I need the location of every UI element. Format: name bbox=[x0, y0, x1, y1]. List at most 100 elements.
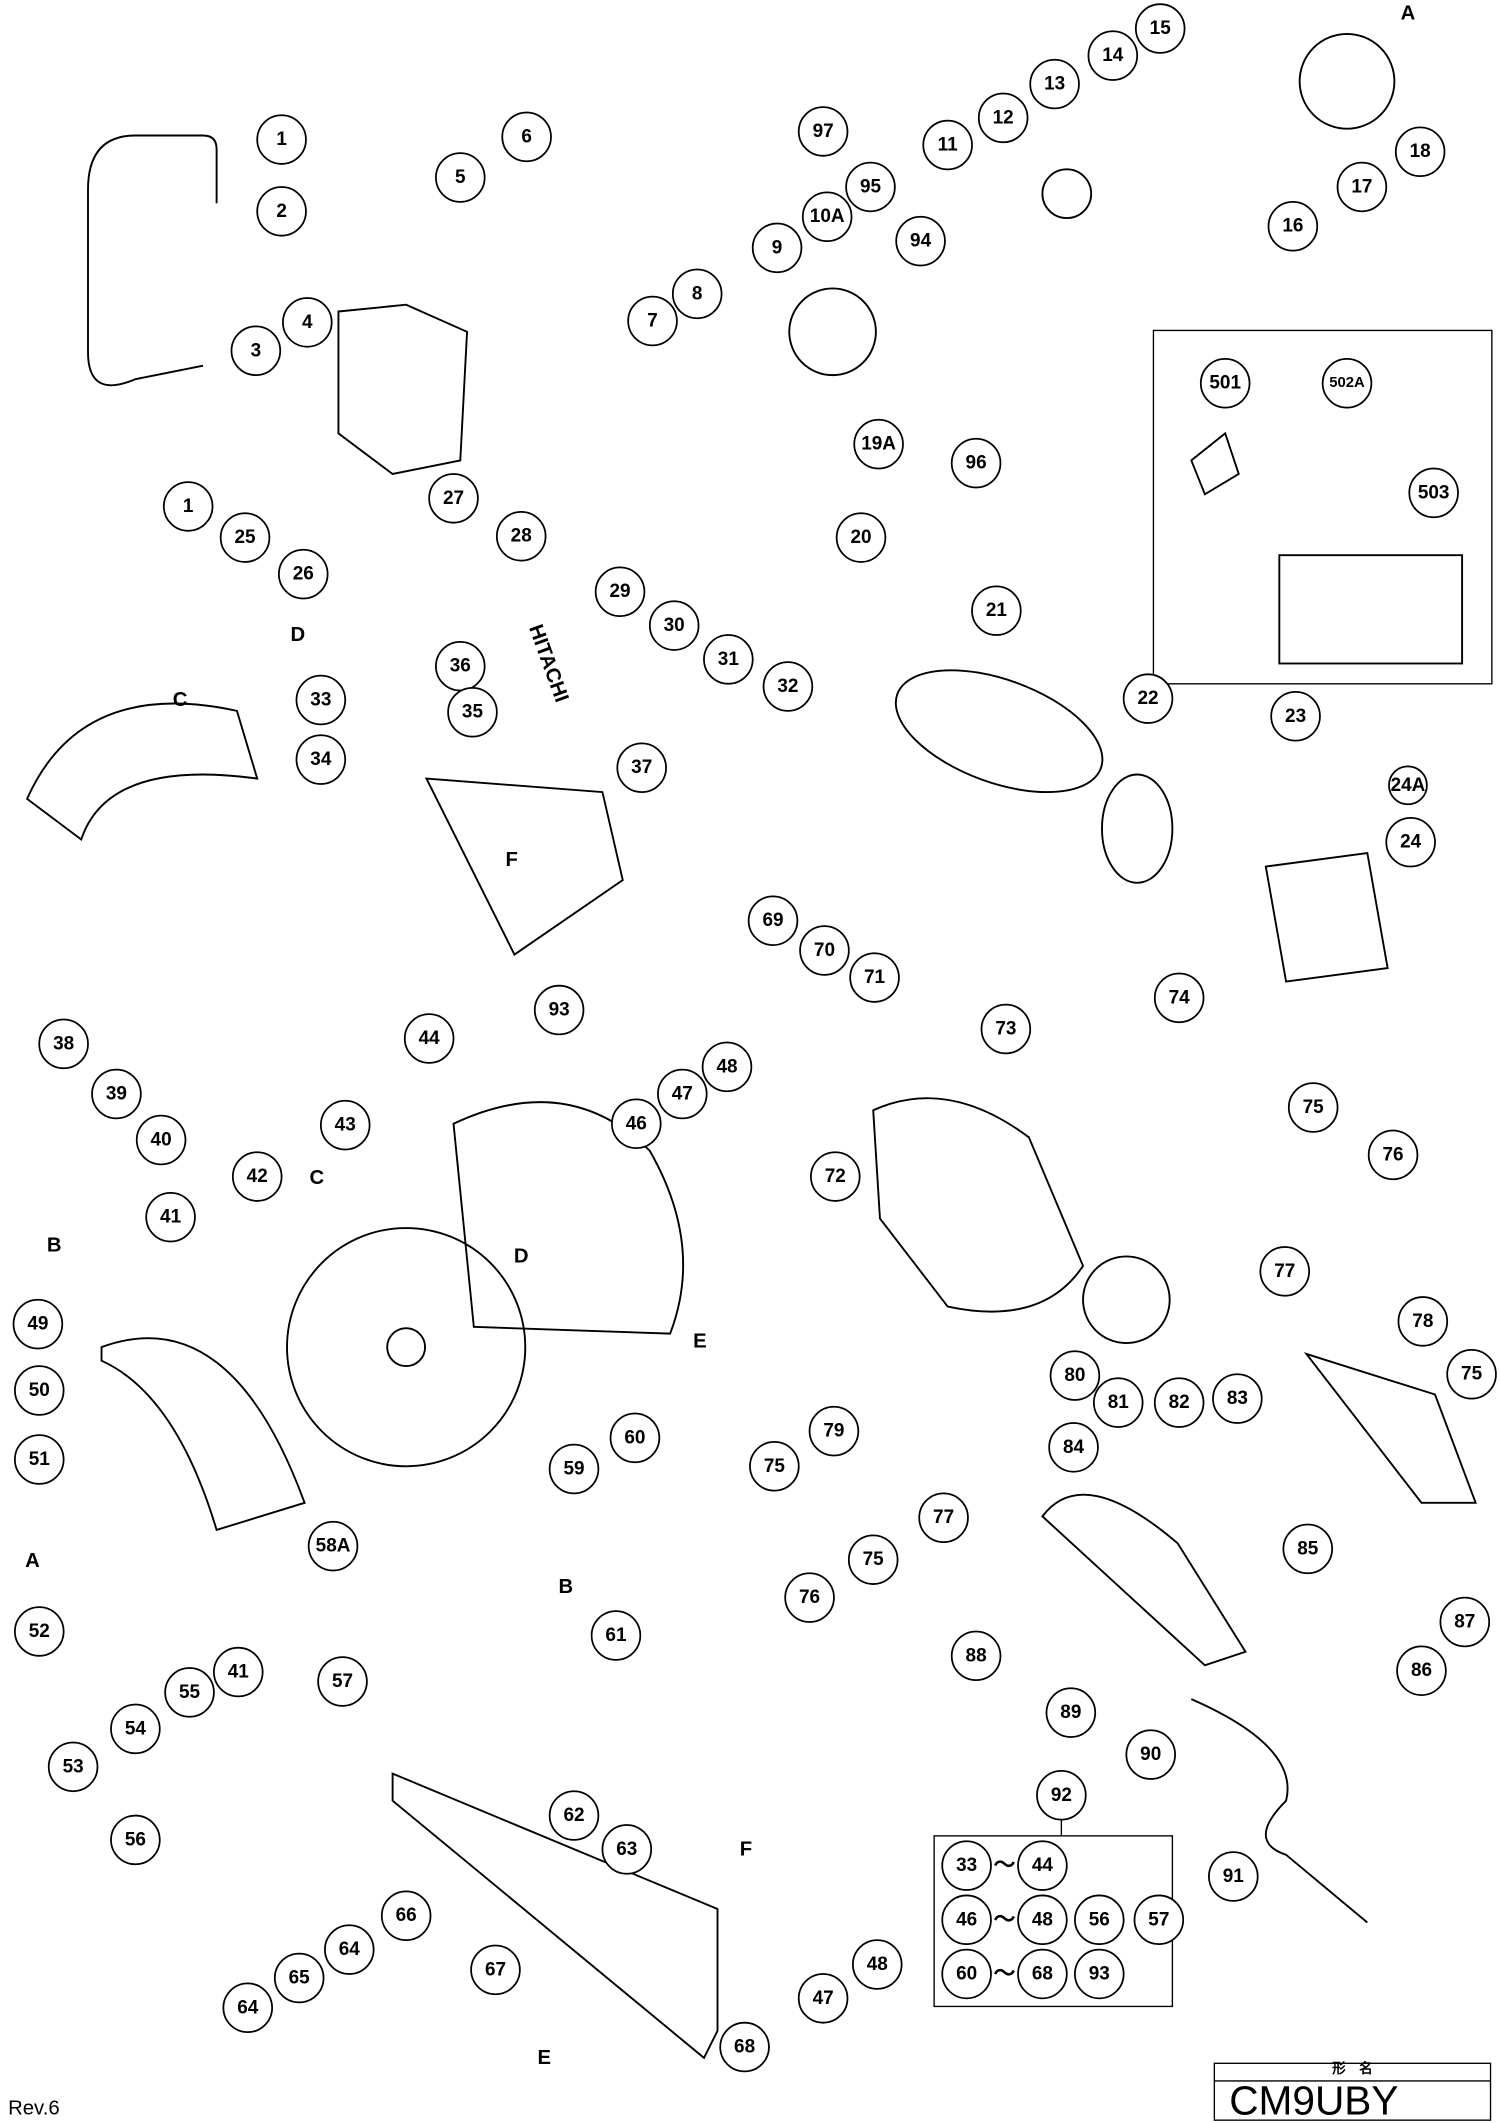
callout-circle bbox=[1092, 1377, 1144, 1428]
callout-30: 30 bbox=[648, 600, 700, 651]
callout-97: 97 bbox=[797, 106, 849, 157]
callout-number: 61 bbox=[605, 1625, 626, 1646]
callout-circle bbox=[852, 1939, 903, 1990]
gear-cover-a-part bbox=[1298, 33, 1396, 130]
callout-46: 46 bbox=[611, 1098, 662, 1150]
callout-number: 57 bbox=[1148, 1909, 1169, 1930]
callout-number: 503 bbox=[1418, 482, 1450, 503]
callout-number: 39 bbox=[106, 1083, 127, 1104]
callout-11: 11 bbox=[922, 119, 973, 171]
callout-52: 52 bbox=[14, 1606, 65, 1657]
callout-84: 84 bbox=[1048, 1422, 1099, 1473]
callout-56: 56 bbox=[1074, 1894, 1125, 1946]
hitachi-logo: HITACHI bbox=[524, 622, 572, 705]
callout-number: 80 bbox=[1064, 1365, 1085, 1386]
callout-number: 16 bbox=[1282, 216, 1303, 237]
callout-33: 33 bbox=[941, 1840, 992, 1891]
callout-number: 44 bbox=[419, 1028, 441, 1049]
callout-circle bbox=[435, 152, 486, 203]
callout-circle bbox=[1270, 691, 1321, 742]
callout-93: 93 bbox=[533, 984, 585, 1036]
callout-circle bbox=[1017, 1948, 1068, 2000]
callout-number: 55 bbox=[179, 1682, 200, 1703]
callout-76: 76 bbox=[1367, 1129, 1419, 1181]
callout-number: 11 bbox=[938, 134, 958, 155]
callout-circle bbox=[980, 1003, 1032, 1055]
saw-blade-hub bbox=[386, 1327, 427, 1368]
range-symbol: ～ bbox=[994, 1907, 1016, 1932]
callout-number: 48 bbox=[1032, 1909, 1053, 1930]
model-header: 形 名 bbox=[1332, 2060, 1373, 2077]
callout-number: 43 bbox=[335, 1115, 356, 1136]
callout-64: 64 bbox=[324, 1924, 375, 1975]
stator-part bbox=[1264, 851, 1389, 983]
callout-circle bbox=[590, 1610, 642, 1661]
callout-number: 12 bbox=[993, 107, 1014, 128]
callout-circle bbox=[1336, 161, 1388, 213]
callout-21: 21 bbox=[971, 585, 1022, 636]
callout-number: 68 bbox=[1032, 1963, 1053, 1984]
callout-circle bbox=[1267, 200, 1319, 252]
callout-number: 63 bbox=[616, 1839, 637, 1860]
callout-9: 9 bbox=[751, 222, 803, 274]
callout-24: 24 bbox=[1385, 816, 1436, 868]
callout-number: 25 bbox=[234, 527, 255, 548]
callout-circle bbox=[594, 566, 646, 617]
callout-number: 64 bbox=[339, 1939, 361, 1960]
reference-letter-C: C bbox=[309, 1167, 324, 1189]
callout-number: 93 bbox=[1089, 1963, 1110, 1984]
callout-28: 28 bbox=[495, 510, 547, 562]
callout-7: 7 bbox=[627, 295, 678, 347]
callout-47: 47 bbox=[797, 1973, 849, 2024]
callout-circle bbox=[47, 1741, 99, 1793]
callout-number: 87 bbox=[1454, 1611, 1475, 1632]
callout-number: 66 bbox=[396, 1905, 417, 1926]
callout-circle bbox=[38, 1018, 89, 1070]
housing-part bbox=[872, 1097, 1085, 1313]
callout-circle bbox=[1385, 816, 1436, 868]
callout-44: 44 bbox=[1017, 1840, 1068, 1891]
callout-25: 25 bbox=[219, 512, 271, 563]
reference-letter-B: B bbox=[47, 1235, 62, 1257]
callout-number: 56 bbox=[125, 1829, 146, 1850]
callout-number: 47 bbox=[813, 1988, 834, 2009]
saw-cover-part bbox=[452, 1101, 685, 1335]
callout-20: 20 bbox=[835, 512, 887, 563]
callout-27: 27 bbox=[428, 473, 479, 524]
callout-15: 15 bbox=[1134, 3, 1186, 54]
callout-circle bbox=[941, 1840, 992, 1891]
callout-circle bbox=[747, 895, 799, 946]
callout-number: 41 bbox=[160, 1207, 181, 1228]
callout-circle bbox=[256, 114, 307, 165]
callout-number: 88 bbox=[966, 1645, 987, 1666]
callout-502A: 502A bbox=[1321, 358, 1373, 409]
callout-number: 24A bbox=[1391, 775, 1426, 796]
callout-number: 50 bbox=[29, 1380, 50, 1401]
callout-circle bbox=[1282, 1523, 1334, 1575]
callout-60: 60 bbox=[941, 1948, 992, 2000]
callout-circle bbox=[941, 1948, 992, 2000]
callout-71: 71 bbox=[849, 952, 900, 1003]
callout-circle bbox=[1153, 972, 1205, 1024]
callout-23: 23 bbox=[1270, 691, 1321, 742]
callout-circle bbox=[1367, 1129, 1419, 1181]
callout-74: 74 bbox=[1153, 972, 1205, 1024]
callout-number: 95 bbox=[860, 176, 881, 197]
callout-circle bbox=[91, 1068, 142, 1120]
callout-42: 42 bbox=[231, 1151, 283, 1202]
callout-circle bbox=[601, 1824, 653, 1875]
callout-53: 53 bbox=[47, 1741, 99, 1793]
callout-circle bbox=[784, 1572, 835, 1623]
callout-circle bbox=[801, 191, 853, 242]
callout-80: 80 bbox=[1049, 1350, 1101, 1401]
callout-87: 87 bbox=[1439, 1596, 1491, 1648]
callout-number: 7 bbox=[647, 310, 658, 331]
callout-32: 32 bbox=[762, 661, 814, 712]
callout-circle bbox=[853, 418, 904, 470]
callout-number: 27 bbox=[443, 488, 464, 509]
callout-61: 61 bbox=[590, 1610, 642, 1661]
callout-70: 70 bbox=[799, 925, 850, 976]
callout-number: 34 bbox=[310, 749, 332, 770]
callout-number: 84 bbox=[1063, 1437, 1085, 1458]
